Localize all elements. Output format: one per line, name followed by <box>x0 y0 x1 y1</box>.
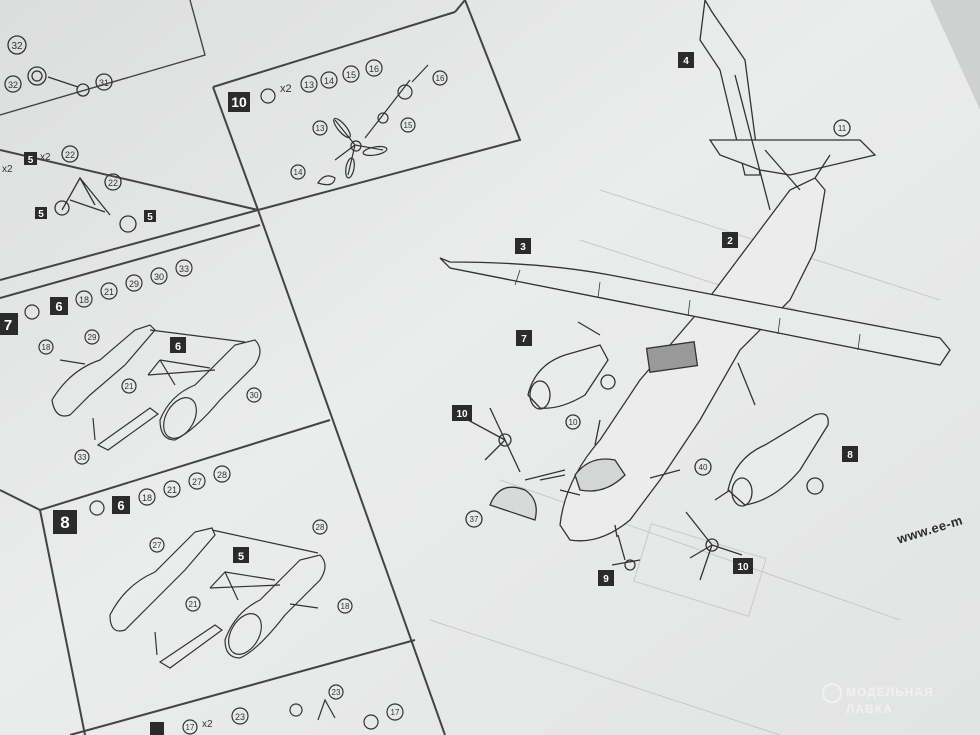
step-8-callout-27: 27 <box>153 541 162 550</box>
step-7-part-18: 18 <box>79 295 89 305</box>
step-8-number: 8 <box>60 513 69 532</box>
gear-callout-22: 22 <box>108 178 118 188</box>
watermark-logo-icon <box>822 683 842 703</box>
step-10-part-13: 13 <box>304 80 314 90</box>
main-badge-9: 9 <box>603 574 609 585</box>
aircraft-drawing <box>429 0 951 735</box>
step-gear <box>24 145 156 233</box>
step-7-nacelle <box>38 324 262 465</box>
step-10-propeller <box>290 64 448 186</box>
step-8-nacelle <box>109 519 353 669</box>
step-8-callout-28: 28 <box>316 523 325 532</box>
main-callout-37: 37 <box>470 515 479 524</box>
step-10-x2: x2 <box>280 83 292 95</box>
step-7-callout-33: 33 <box>78 453 87 462</box>
step-8-callout-18: 18 <box>341 602 350 611</box>
step-8-part-27: 27 <box>192 477 202 487</box>
callout-32b: 32 <box>8 80 18 90</box>
step-7-callout-30: 30 <box>250 391 259 400</box>
main-badge-4: 4 <box>683 56 689 67</box>
bottom-x2: x2 <box>202 719 213 730</box>
main-badge-8: 8 <box>847 450 853 461</box>
main-badge-3: 3 <box>520 242 526 253</box>
main-badge-10b: 10 <box>737 562 749 573</box>
gear-x2-b: x2 <box>40 152 51 163</box>
gear-part-22: 22 <box>65 150 75 160</box>
table-edge <box>930 0 980 110</box>
gear-x2-a: x2 <box>2 164 13 175</box>
step-7-part-30: 30 <box>154 272 164 282</box>
step-top-left <box>4 35 113 97</box>
bottom-callout-17: 17 <box>391 708 400 717</box>
step-7-number: 7 <box>4 317 12 334</box>
step-7-part-29: 29 <box>129 279 139 289</box>
step-8-part-18: 18 <box>142 493 152 503</box>
step-10-callout-14: 14 <box>294 168 303 177</box>
watermark-line1: МОДЕЛЬНАЯ <box>846 685 934 700</box>
main-badge-2: 2 <box>727 236 733 247</box>
step-8-part-28: 28 <box>217 470 227 480</box>
step-7-badge-6: 6 <box>55 299 62 314</box>
step-bottom <box>150 684 404 735</box>
step-7-callout-6: 6 <box>175 341 181 353</box>
step-8-part-21: 21 <box>167 485 177 495</box>
step-7-part-33: 33 <box>179 264 189 274</box>
callout-32: 32 <box>11 41 23 52</box>
step-10-part-16: 16 <box>369 64 379 74</box>
main-callout-10: 10 <box>569 418 578 427</box>
main-badge-10a: 10 <box>456 409 468 420</box>
step-7-callout-29: 29 <box>88 333 97 342</box>
step-10-part-14: 14 <box>324 76 334 86</box>
step-7-callout-18: 18 <box>42 343 51 352</box>
callout-31: 31 <box>99 78 109 88</box>
bottom-part-17: 17 <box>186 723 195 732</box>
panel-grid <box>0 0 522 735</box>
step-8-callout-5: 5 <box>238 551 244 563</box>
gear-callout-5a: 5 <box>38 209 44 220</box>
bottom-callout-23: 23 <box>332 688 341 697</box>
watermark: МОДЕЛЬНАЯ ЛАВКА <box>822 683 934 716</box>
main-badge-7: 7 <box>521 334 527 345</box>
step-7-part-21: 21 <box>104 287 114 297</box>
step-10-header <box>228 59 383 112</box>
bottom-part-23: 23 <box>235 712 245 722</box>
step-7-callout-21: 21 <box>125 382 134 391</box>
step-10-callout-15: 15 <box>404 121 413 130</box>
main-callout-40: 40 <box>699 463 708 472</box>
step-10-number: 10 <box>231 94 247 110</box>
step-7-header <box>0 259 193 335</box>
step-10-callout-13: 13 <box>316 124 325 133</box>
watermark-line2: ЛАВКА <box>846 702 893 716</box>
gear-badge-5: 5 <box>28 155 34 166</box>
step-10-callout-16: 16 <box>436 74 445 83</box>
step-8-header <box>53 465 231 534</box>
step-8-badge-6: 6 <box>117 498 124 513</box>
step-8-callout-21: 21 <box>189 600 198 609</box>
step-10-part-15: 15 <box>346 70 356 80</box>
main-callout-11: 11 <box>838 124 847 133</box>
gear-callout-5b: 5 <box>147 212 153 223</box>
